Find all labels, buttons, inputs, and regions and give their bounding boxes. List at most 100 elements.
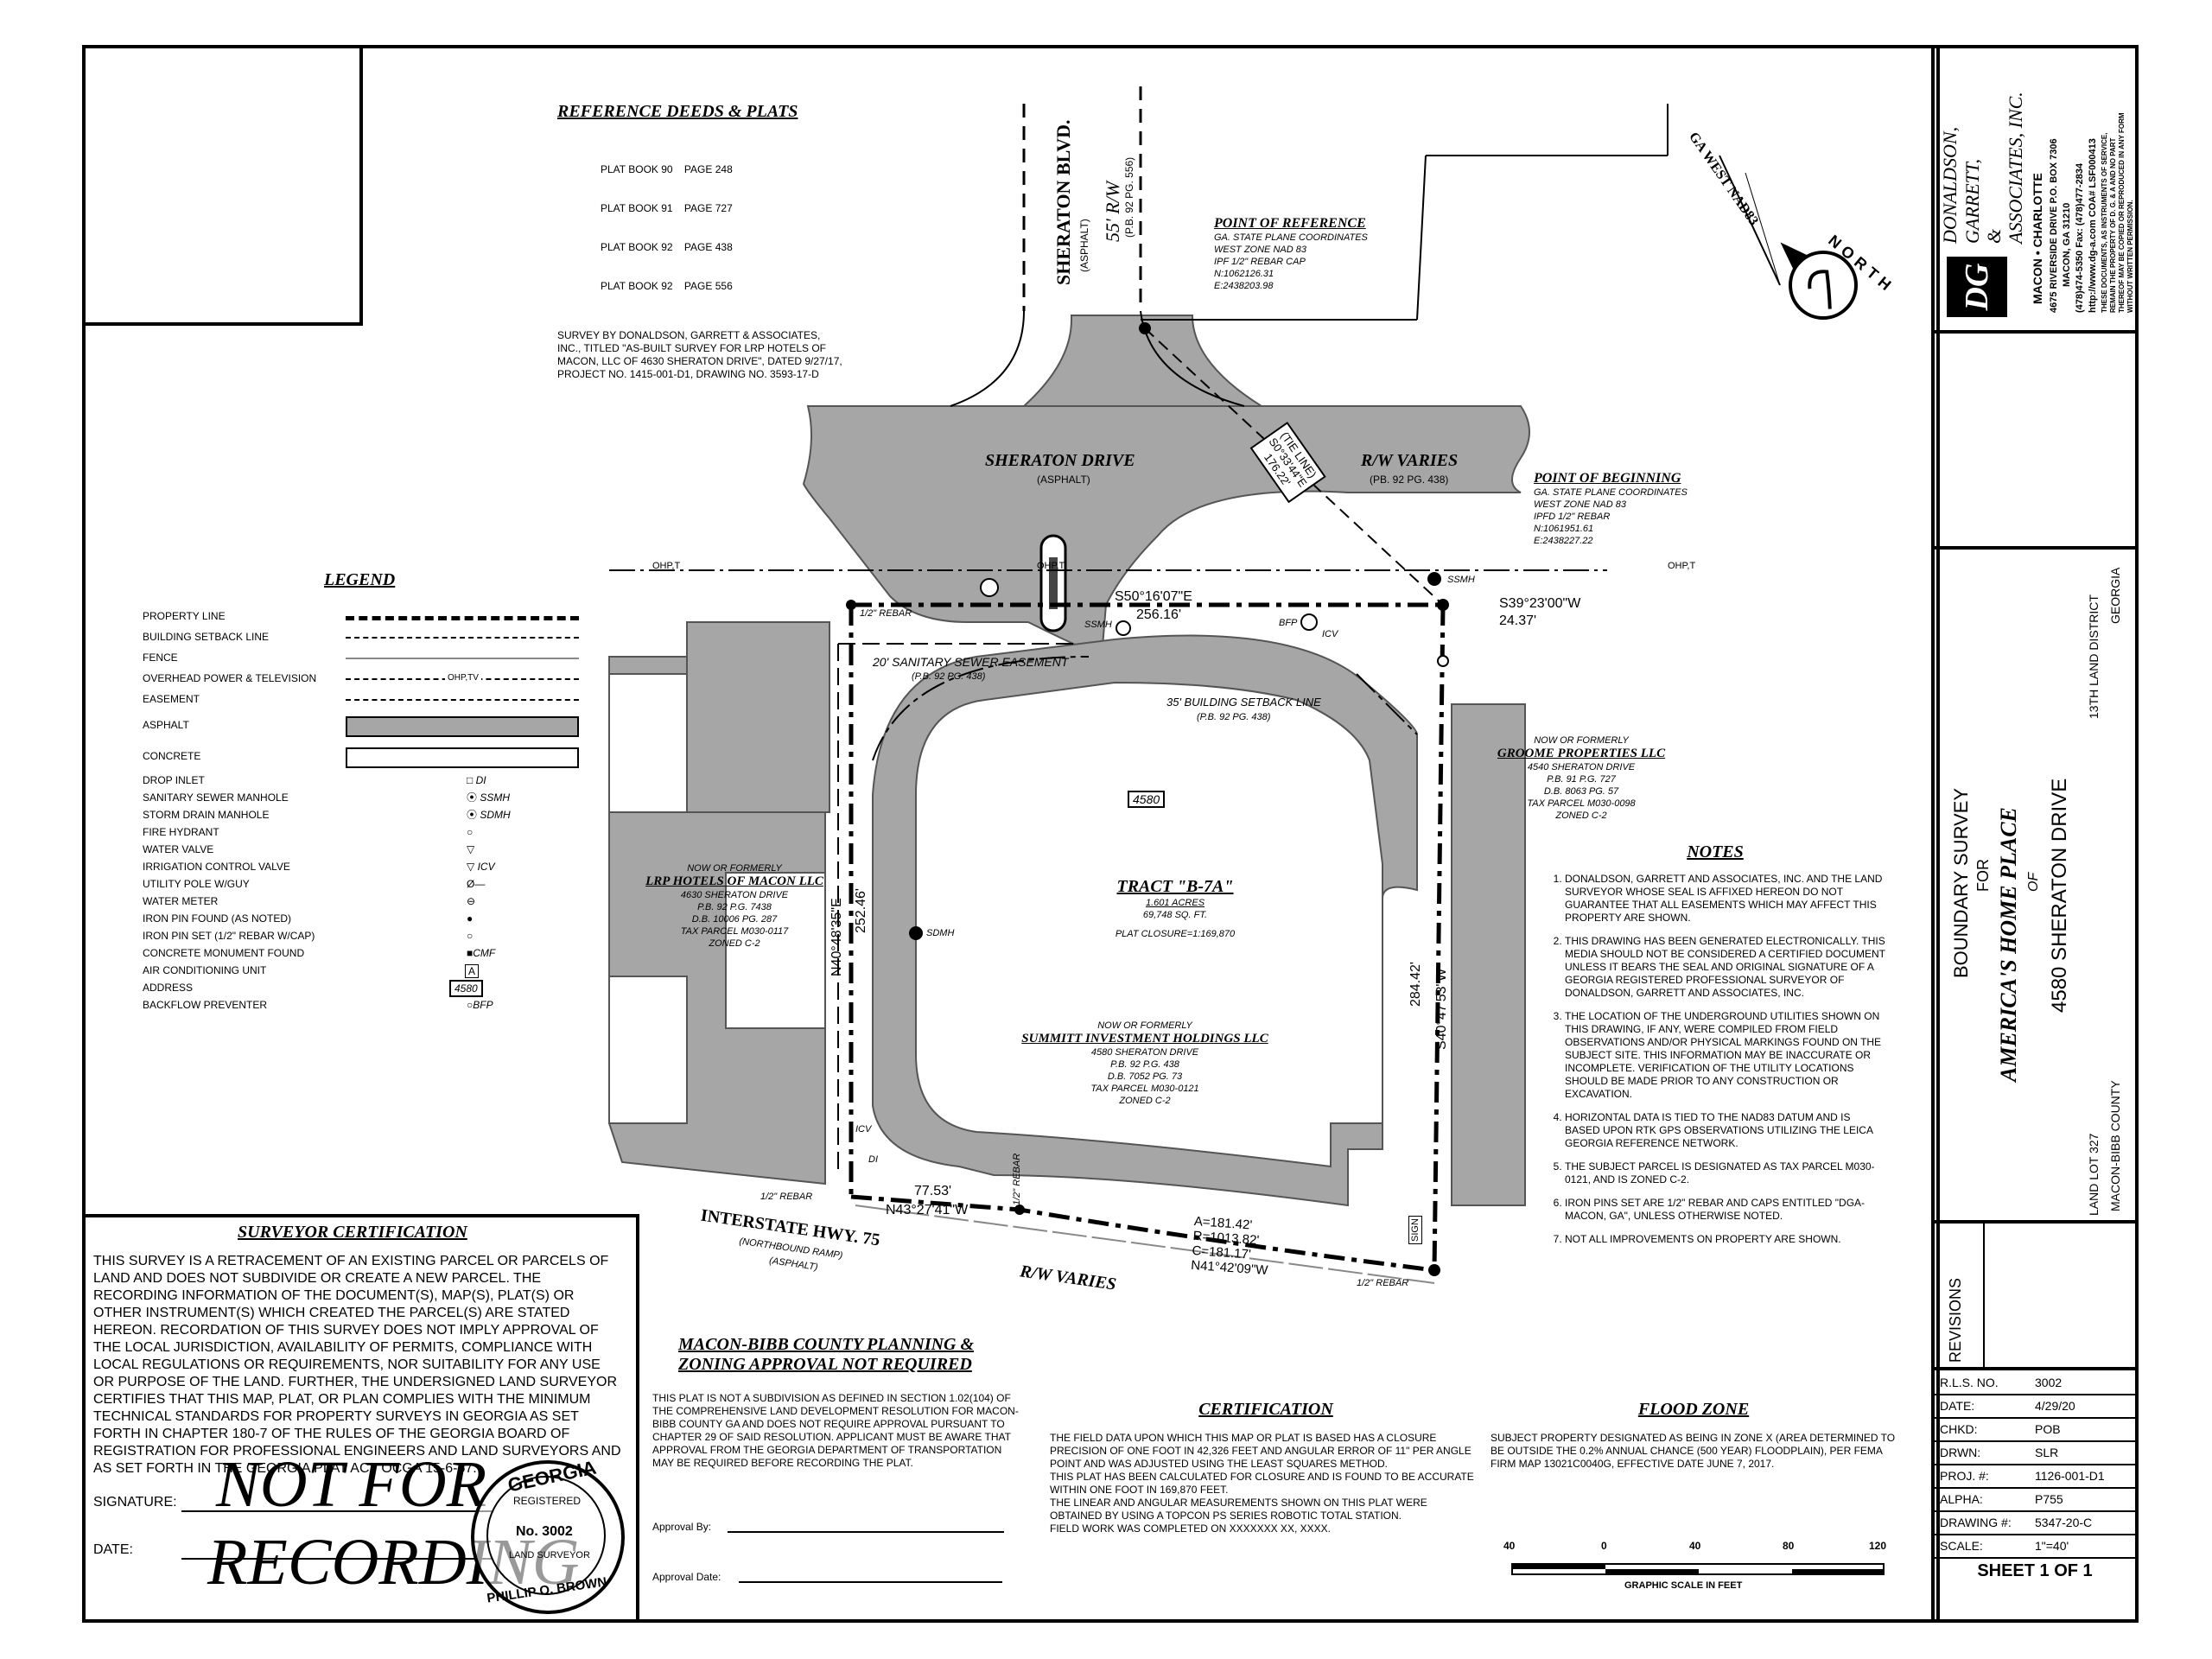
ssmh-label-left: SSMH xyxy=(1084,620,1112,630)
por-line: E:2438203.98 xyxy=(1214,281,1274,291)
bearing-bottom-left: N43°27'41"W xyxy=(886,1203,969,1217)
legend-symbol-hyd: ○ xyxy=(346,823,579,841)
interstate-fence xyxy=(855,1205,1435,1284)
groome-nof: NOW OR FORMERLY xyxy=(1534,735,1629,746)
sdmh-label: SDMH xyxy=(926,928,955,938)
lrp-line: D.B. 10006 PG. 287 xyxy=(691,914,778,925)
legend-row: FENCE xyxy=(143,647,583,668)
land-lot: LAND LOT 327 xyxy=(2087,1133,2101,1216)
ohp-label-left: OHP,T xyxy=(652,561,681,571)
certification-text-3: THE LINEAR AND ANGULAR MEASUREMENTS SHOW… xyxy=(1050,1497,1427,1522)
sheraton-blvd-asphalt xyxy=(1021,315,1265,407)
state-label: GEORGIA xyxy=(2108,567,2122,624)
point-of-beginning: POINT OF BEGINNING GA. STATE PLANE COORD… xyxy=(1534,471,1688,547)
ohp-label-mid: OHP,T xyxy=(1037,561,1065,571)
summitt-parcel-info: NOW OR FORMERLY SUMMITT INVESTMENT HOLDI… xyxy=(1007,1020,1283,1107)
point-of-reference: POINT OF REFERENCE GA. STATE PLANE COORD… xyxy=(1214,216,1368,292)
certification-text-4: FIELD WORK WAS COMPLETED ON XXXXXXX XX, … xyxy=(1050,1522,1331,1535)
title-block: DG DONALDSON, GARRETT, & ASSOCIATES, INC… xyxy=(1931,45,2139,1623)
property-line-right xyxy=(1432,604,1446,1271)
legend-row: EASEMENT xyxy=(143,689,583,709)
reference-title: REFERENCE DEEDS & PLATS xyxy=(557,102,798,121)
legend-symbol-cmf: ■CMF xyxy=(346,944,579,962)
bearing-top: S50°16'07"E xyxy=(1115,589,1192,604)
info-row: DRAWING #:5347-20-C xyxy=(1931,1511,2139,1535)
client-name: AMERICA'S HOME PLACE xyxy=(1996,807,2021,1082)
legend-symbol-ac: A xyxy=(346,962,579,979)
legend-label: IRON PIN FOUND (AS NOTED) xyxy=(143,912,292,925)
meter-sym: ⊖ xyxy=(467,895,476,907)
pob-title: POINT OF BEGINNING xyxy=(1534,471,1681,486)
legend-label: STORM DRAIN MANHOLE xyxy=(143,809,270,821)
revisions-panel: REVISIONS xyxy=(1931,1220,2139,1370)
iron-pin-right xyxy=(1437,655,1449,667)
lrp-parcel-info: NOW OR FORMERLY LRP HOTELS OF MACON LLC … xyxy=(622,862,847,950)
company-line: & xyxy=(1983,228,2005,244)
bfp-sym: ○BFP xyxy=(467,999,493,1011)
info-row-value: 1126-001-D1 xyxy=(2035,1469,2105,1483)
legend-row: BACKFLOW PREVENTER○BFP xyxy=(143,996,583,1014)
certification-title: CERTIFICATION xyxy=(1198,1400,1333,1419)
distance-right: 284.42' xyxy=(1408,962,1423,1007)
legend-label: BUILDING SETBACK LINE xyxy=(143,631,270,643)
pole-sym: Ø— xyxy=(467,878,486,890)
bearing-right-short: S39°23'00"W xyxy=(1499,596,1581,611)
ac-sym: A xyxy=(465,964,480,978)
legend-row: IRON PIN SET (1/2" REBAR W/CAP)○ xyxy=(143,927,583,944)
title-block-frame xyxy=(1931,45,2139,1623)
company-logo: DG xyxy=(1947,257,2007,317)
legend-symbol-ease xyxy=(346,689,579,709)
por-line: N:1062126.31 xyxy=(1214,269,1274,279)
scale-label: 40 xyxy=(1689,1540,1701,1552)
company-line: GARRETT, xyxy=(1961,159,1983,244)
legend-row: WATER VALVE ▽ xyxy=(143,841,583,858)
certification-text-1: THE FIELD DATA UPON WHICH THIS MAP OR PL… xyxy=(1050,1432,1471,1470)
flood-zone-block: FLOOD ZONE SUBJECT PROPERTY DESIGNATED A… xyxy=(1491,1400,1897,1471)
signature-line xyxy=(181,1510,493,1512)
company-fine-4: WITHOUT WRITTEN PERMISSION. xyxy=(2126,200,2134,313)
plat-line: PLAT BOOK 91 PAGE 727 xyxy=(601,202,733,214)
company-address-1: 4675 RIVERSIDE DRIVE P.O. BOX 7306 xyxy=(2049,138,2059,313)
legend-symbol-ssmh: ⦿ SSMH xyxy=(346,789,579,806)
company-fine-2: REMAIN THE PROPERTY OF D. G. & A AND NO … xyxy=(2109,137,2117,313)
info-row: ALPHA:P755 xyxy=(1931,1488,2139,1512)
legend-label: WATER VALVE xyxy=(143,843,214,855)
surveyor-cert-text: THIS SURVEY IS A RETRACEMENT OF AN EXIST… xyxy=(93,1254,621,1476)
company-fine-3: THEREOF MAY BE COPIED OR REPRODUCED IN A… xyxy=(2118,112,2126,313)
info-row: DATE:4/29/20 xyxy=(1931,1395,2139,1419)
info-row-label: CHKD: xyxy=(1940,1422,1978,1436)
addr-sym: 4580 xyxy=(449,980,483,997)
reference-plats: PLAT BOOK 90 PAGE 248 PLAT BOOK 91 PAGE … xyxy=(601,137,886,319)
legend-symbol-wm: ⊖ xyxy=(346,893,579,910)
seal-land-surveyor: LAND SURVEYOR xyxy=(509,1550,590,1560)
legend-label: IRON PIN SET (1/2" REBAR W/CAP) xyxy=(143,930,315,942)
date-label: DATE: xyxy=(93,1542,133,1557)
company-panel: DG DONALDSON, GARRETT, & ASSOCIATES, INC… xyxy=(1931,45,2139,334)
company-line: DONALDSON, xyxy=(1939,126,1961,244)
legend-label: DROP INLET xyxy=(143,774,205,786)
legend-label: AIR CONDITIONING UNIT xyxy=(143,964,267,976)
survey-reference-note: SURVEY BY DONALDSON, GARRETT & ASSOCIATE… xyxy=(557,329,842,380)
seal-registered: REGISTERED xyxy=(513,1495,582,1507)
legend-symbol-wv: ▽ xyxy=(346,841,579,858)
company-phone: (478)474-5350 Fax: (478)477-2834 xyxy=(2075,162,2085,313)
scale-label: 40 xyxy=(1503,1540,1516,1552)
legend-label: CONCRETE MONUMENT FOUND xyxy=(143,947,305,959)
legend-label: FENCE xyxy=(143,652,178,664)
legend-symbol-text: ICV xyxy=(477,861,495,873)
legend-symbol-asphalt xyxy=(346,709,579,741)
summitt-line: P.B. 92 P.G. 438 xyxy=(1110,1059,1179,1070)
legend-symbol-prop xyxy=(346,606,579,626)
info-row: DRWN:SLR xyxy=(1931,1441,2139,1465)
plat-line: PLAT BOOK 90 PAGE 248 xyxy=(601,163,733,175)
groome-line: P.B. 91 P.G. 727 xyxy=(1547,774,1616,785)
info-row-value: 5347-20-C xyxy=(2035,1516,2093,1529)
groome-parcel-info: NOW OR FORMERLY GROOME PROPERTIES LLC 45… xyxy=(1452,734,1711,822)
ipf-sym: ● xyxy=(467,912,474,925)
info-row-value: 3002 xyxy=(2035,1376,2063,1389)
legend-symbol-fence xyxy=(346,647,579,668)
ohp-sym-label: OHP,TV xyxy=(445,668,481,689)
tract-info: TRACT "B-7A" 1.601 ACRES 69,748 SQ. FT. … xyxy=(1046,877,1305,940)
surveyor-seal: GEORGIA REGISTERED No. 3002 LAND SURVEYO… xyxy=(471,1456,625,1614)
